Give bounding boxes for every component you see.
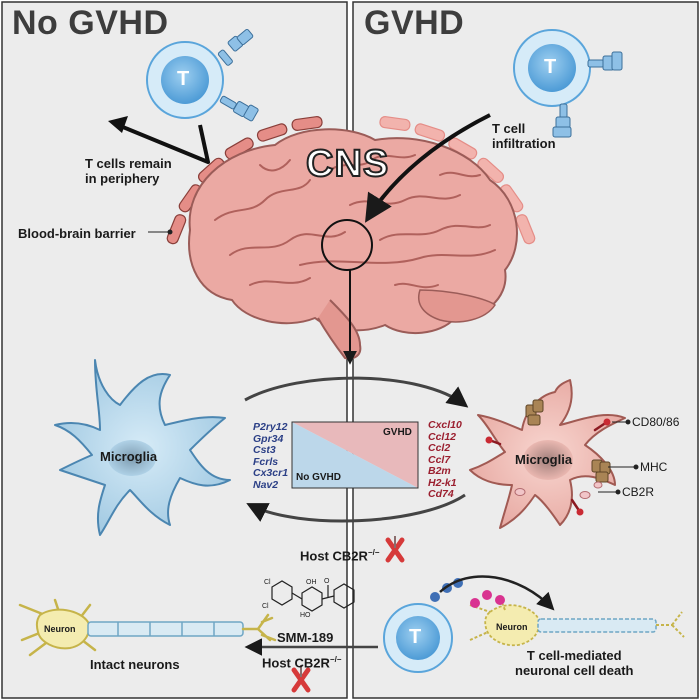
transition-arrow-top bbox=[244, 376, 469, 408]
neuron-intact bbox=[18, 598, 277, 657]
gene-label: Cst3 bbox=[253, 444, 276, 456]
knockout-superscript: −/− bbox=[329, 655, 342, 664]
periphery-arrow bbox=[108, 116, 210, 164]
t-cell-bottom-label: T bbox=[409, 626, 422, 648]
svg-text:Cl: Cl bbox=[264, 579, 271, 586]
mhc-label: MHC bbox=[640, 460, 668, 474]
gene-label: Nav2 bbox=[253, 478, 279, 491]
transition-arrow-bottom bbox=[246, 493, 466, 523]
t-cell-infiltration-label: T cell infiltration bbox=[492, 121, 556, 151]
cell-death-label: T cell-mediated neuronal cell death bbox=[515, 648, 634, 678]
chart-no-gvhd-label: No GVHD bbox=[296, 472, 341, 483]
no-gvhd-gene-list: P2ry12 Gpr34 Cst3 Fcrls Cx3cr1 Nav2 bbox=[253, 421, 289, 491]
microglia-activated bbox=[469, 379, 626, 529]
gene-label: H2-k1 bbox=[428, 476, 457, 489]
cns-label: CNS bbox=[305, 142, 390, 186]
gene-label: P2ry12 bbox=[253, 421, 288, 433]
microglia-resting bbox=[54, 359, 231, 536]
gene-label: Cx3cr1 bbox=[253, 467, 289, 479]
smm-189-label: SMM-189 bbox=[277, 630, 334, 645]
t-cells-remain-label: T cells remain in periphery bbox=[85, 156, 172, 186]
t-cell-top-left bbox=[146, 28, 259, 122]
blood-brain-barrier-left bbox=[166, 116, 323, 245]
gene-label: Fcrls bbox=[253, 455, 279, 468]
attack-arrow bbox=[439, 575, 555, 611]
bbb-label: Blood-brain barrier bbox=[18, 226, 136, 241]
panel-title-gvhd: GVHD bbox=[364, 4, 465, 42]
zoom-circle bbox=[321, 219, 373, 271]
neuron-damaged bbox=[469, 597, 685, 647]
gvhd-gene-list: Cxcl10 Ccl12 Ccl2 Ccl7 B2m H2-k1 Cd74 bbox=[428, 419, 462, 501]
svg-text:O: O bbox=[324, 578, 330, 585]
t-cell-bottom bbox=[383, 603, 453, 673]
gene-expression-chart bbox=[291, 421, 419, 489]
microglia-left-label: Microglia bbox=[100, 449, 158, 464]
gene-label: Gpr34 bbox=[253, 432, 284, 445]
cb2r-label: CB2R bbox=[622, 485, 655, 499]
chart-gvhd-label: GVHD bbox=[383, 427, 412, 438]
left-panel bbox=[1, 1, 348, 699]
smm-189-structure-icon: Cl Cl OH HO O bbox=[262, 578, 355, 619]
gene-label: Ccl7 bbox=[428, 453, 451, 466]
label-pointers bbox=[148, 229, 639, 495]
host-cb2r-text: Host CB2R bbox=[300, 548, 368, 564]
gene-label: Cxcl10 bbox=[428, 419, 462, 431]
t-cell-top-right-label: T bbox=[544, 56, 557, 78]
svg-text:OH: OH bbox=[306, 579, 317, 586]
cb2r-knockout-x-top bbox=[385, 536, 405, 563]
infiltration-arrow bbox=[365, 113, 491, 223]
t-cell-top-left-label: T bbox=[177, 68, 190, 90]
host-cb2r-bottom-label: Host CB2R−/− bbox=[262, 652, 341, 670]
brain-illustration bbox=[188, 128, 518, 360]
host-cb2r-text: Host CB2R bbox=[262, 655, 330, 671]
microglia-right-label: Microglia bbox=[515, 452, 573, 467]
t-cell-top-right bbox=[513, 29, 623, 138]
neuron-left-label: Neuron bbox=[44, 624, 76, 634]
gene-label: Ccl12 bbox=[428, 430, 457, 443]
panel-title-no-gvhd: No GVHD bbox=[12, 4, 169, 42]
svg-text:HO: HO bbox=[300, 612, 311, 619]
host-cb2r-top-label: Host CB2R−/− bbox=[300, 545, 379, 563]
gene-label: B2m bbox=[428, 465, 451, 477]
neuron-right-label: Neuron bbox=[496, 622, 528, 632]
intact-neurons-label: Intact neurons bbox=[90, 657, 180, 672]
svg-text:Cl: Cl bbox=[262, 603, 269, 610]
gene-label: Cd74 bbox=[428, 488, 454, 500]
gene-label: Ccl2 bbox=[428, 442, 451, 454]
right-panel bbox=[352, 1, 699, 699]
knockout-superscript: −/− bbox=[367, 548, 380, 557]
cd80-86-label: CD80/86 bbox=[632, 415, 680, 429]
cb2r-knockout-x-bottom bbox=[291, 665, 311, 693]
